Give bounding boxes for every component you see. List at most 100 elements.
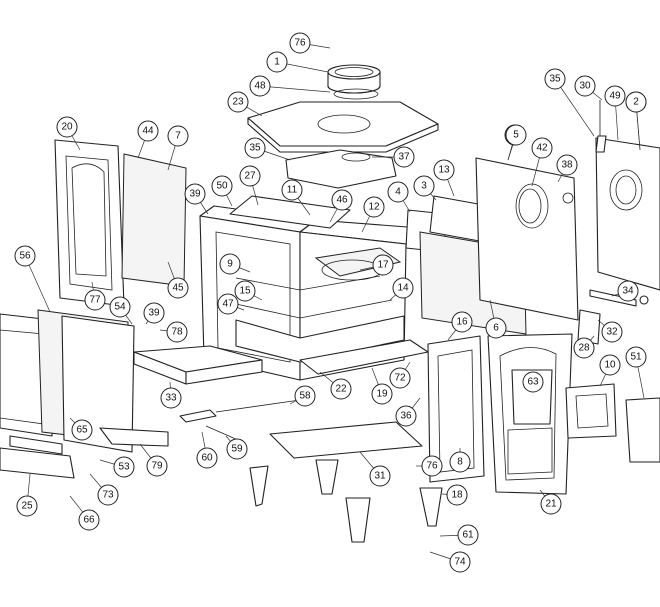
leader-line xyxy=(554,78,595,137)
callout-circle xyxy=(446,484,468,506)
part-callout: 39 xyxy=(184,183,206,205)
callout-circle xyxy=(289,32,311,54)
part-callout: 63 xyxy=(522,371,544,393)
callout-circle xyxy=(601,321,623,343)
part-callout: 58 xyxy=(294,385,316,407)
callout-number: 22 xyxy=(335,384,347,395)
part-callout: 37 xyxy=(393,146,415,168)
leg-center-front xyxy=(345,497,371,543)
part-callout: 28 xyxy=(573,337,595,359)
part-callout: 76 xyxy=(421,455,443,477)
callout-labels: 7614823353720447271146395043135423835304… xyxy=(14,32,647,573)
callout-number: 27 xyxy=(244,171,256,182)
callout-circle xyxy=(330,378,352,400)
callout-number: 79 xyxy=(151,461,163,472)
part-callout: 16 xyxy=(451,311,473,333)
callout-circle xyxy=(294,385,316,407)
part-callout: 48 xyxy=(249,75,271,97)
side-door-left xyxy=(54,139,125,307)
flue-collar xyxy=(327,64,381,94)
callout-number: 34 xyxy=(622,286,634,297)
callout-number: 11 xyxy=(287,185,298,196)
part-callout: 12 xyxy=(363,196,385,218)
callout-circle xyxy=(71,419,93,441)
part-callout: 31 xyxy=(369,465,391,487)
part-callout: 8 xyxy=(449,451,471,473)
callout-circle xyxy=(226,438,248,460)
callout-circle xyxy=(331,189,353,211)
callout-circle xyxy=(505,124,527,146)
callout-number: 14 xyxy=(397,283,409,294)
part-callout: 3 xyxy=(413,175,435,197)
callout-number: 25 xyxy=(21,501,33,512)
callout-circle xyxy=(56,116,78,138)
callout-circle xyxy=(574,75,596,97)
callout-number: 32 xyxy=(606,327,618,338)
callout-number: 1 xyxy=(274,57,280,68)
callout-number: 6 xyxy=(493,323,499,334)
side-loading-door xyxy=(427,335,485,483)
callout-circle xyxy=(625,91,647,113)
part-callout: 42 xyxy=(531,137,553,159)
part-callout: 46 xyxy=(331,189,353,211)
part-callout: 51 xyxy=(625,346,647,368)
callout-circle xyxy=(522,371,544,393)
callout-circle xyxy=(249,75,271,97)
callout-circle xyxy=(392,277,414,299)
callout-number: 45 xyxy=(172,283,184,294)
callout-number: 53 xyxy=(118,462,130,473)
part-callout: 38 xyxy=(556,154,578,176)
part-callout: 73 xyxy=(97,484,119,506)
part-callout: 74 xyxy=(449,551,471,573)
door-liner xyxy=(61,315,135,453)
callout-number: 39 xyxy=(148,308,160,319)
callout-number: 54 xyxy=(114,302,126,313)
part-callout: 7 xyxy=(167,125,189,147)
callout-number: 33 xyxy=(165,393,177,404)
callout-circle xyxy=(449,551,471,573)
callout-number: 76 xyxy=(294,38,306,49)
leader-line xyxy=(259,85,331,93)
callout-circle xyxy=(371,383,393,405)
part-callout: 76 xyxy=(289,32,311,54)
callout-number: 44 xyxy=(142,126,154,137)
part-callout: 4 xyxy=(387,181,409,203)
part-callout: 27 xyxy=(239,165,261,187)
callout-number: 58 xyxy=(299,391,311,402)
part-callout: 78 xyxy=(166,321,188,343)
part-callout: 17 xyxy=(372,254,394,276)
callout-circle xyxy=(167,277,189,299)
callout-circle xyxy=(457,524,479,546)
callout-number: 10 xyxy=(604,360,616,371)
callout-number: 77 xyxy=(89,295,101,306)
callout-number: 56 xyxy=(19,251,31,262)
part-callout: 54 xyxy=(109,296,131,318)
callout-circle xyxy=(160,387,182,409)
callout-number: 39 xyxy=(189,189,201,200)
callout-circle xyxy=(167,125,189,147)
part-callout: 65 xyxy=(71,419,93,441)
callout-circle xyxy=(78,509,100,531)
grate-handle xyxy=(179,399,301,441)
part-callout: 32 xyxy=(601,321,623,343)
callout-number: 74 xyxy=(454,557,466,568)
part-callout: 77 xyxy=(84,289,106,311)
callout-number: 21 xyxy=(545,499,557,510)
part-callout: 44 xyxy=(137,120,159,142)
front-trim xyxy=(0,435,75,479)
callout-circle xyxy=(421,455,443,477)
part-callout: 35 xyxy=(544,68,566,90)
callout-circle xyxy=(485,317,507,339)
callout-circle xyxy=(14,245,36,267)
callout-circle xyxy=(211,175,233,197)
access-door xyxy=(625,397,660,463)
callout-number: 42 xyxy=(536,143,548,154)
part-callout: 59 xyxy=(226,438,248,460)
callout-number: 65 xyxy=(76,425,88,436)
callout-number: 9 xyxy=(227,259,233,270)
part-callout: 47 xyxy=(217,293,239,315)
callout-circle xyxy=(184,183,206,205)
callout-circle xyxy=(556,154,578,176)
